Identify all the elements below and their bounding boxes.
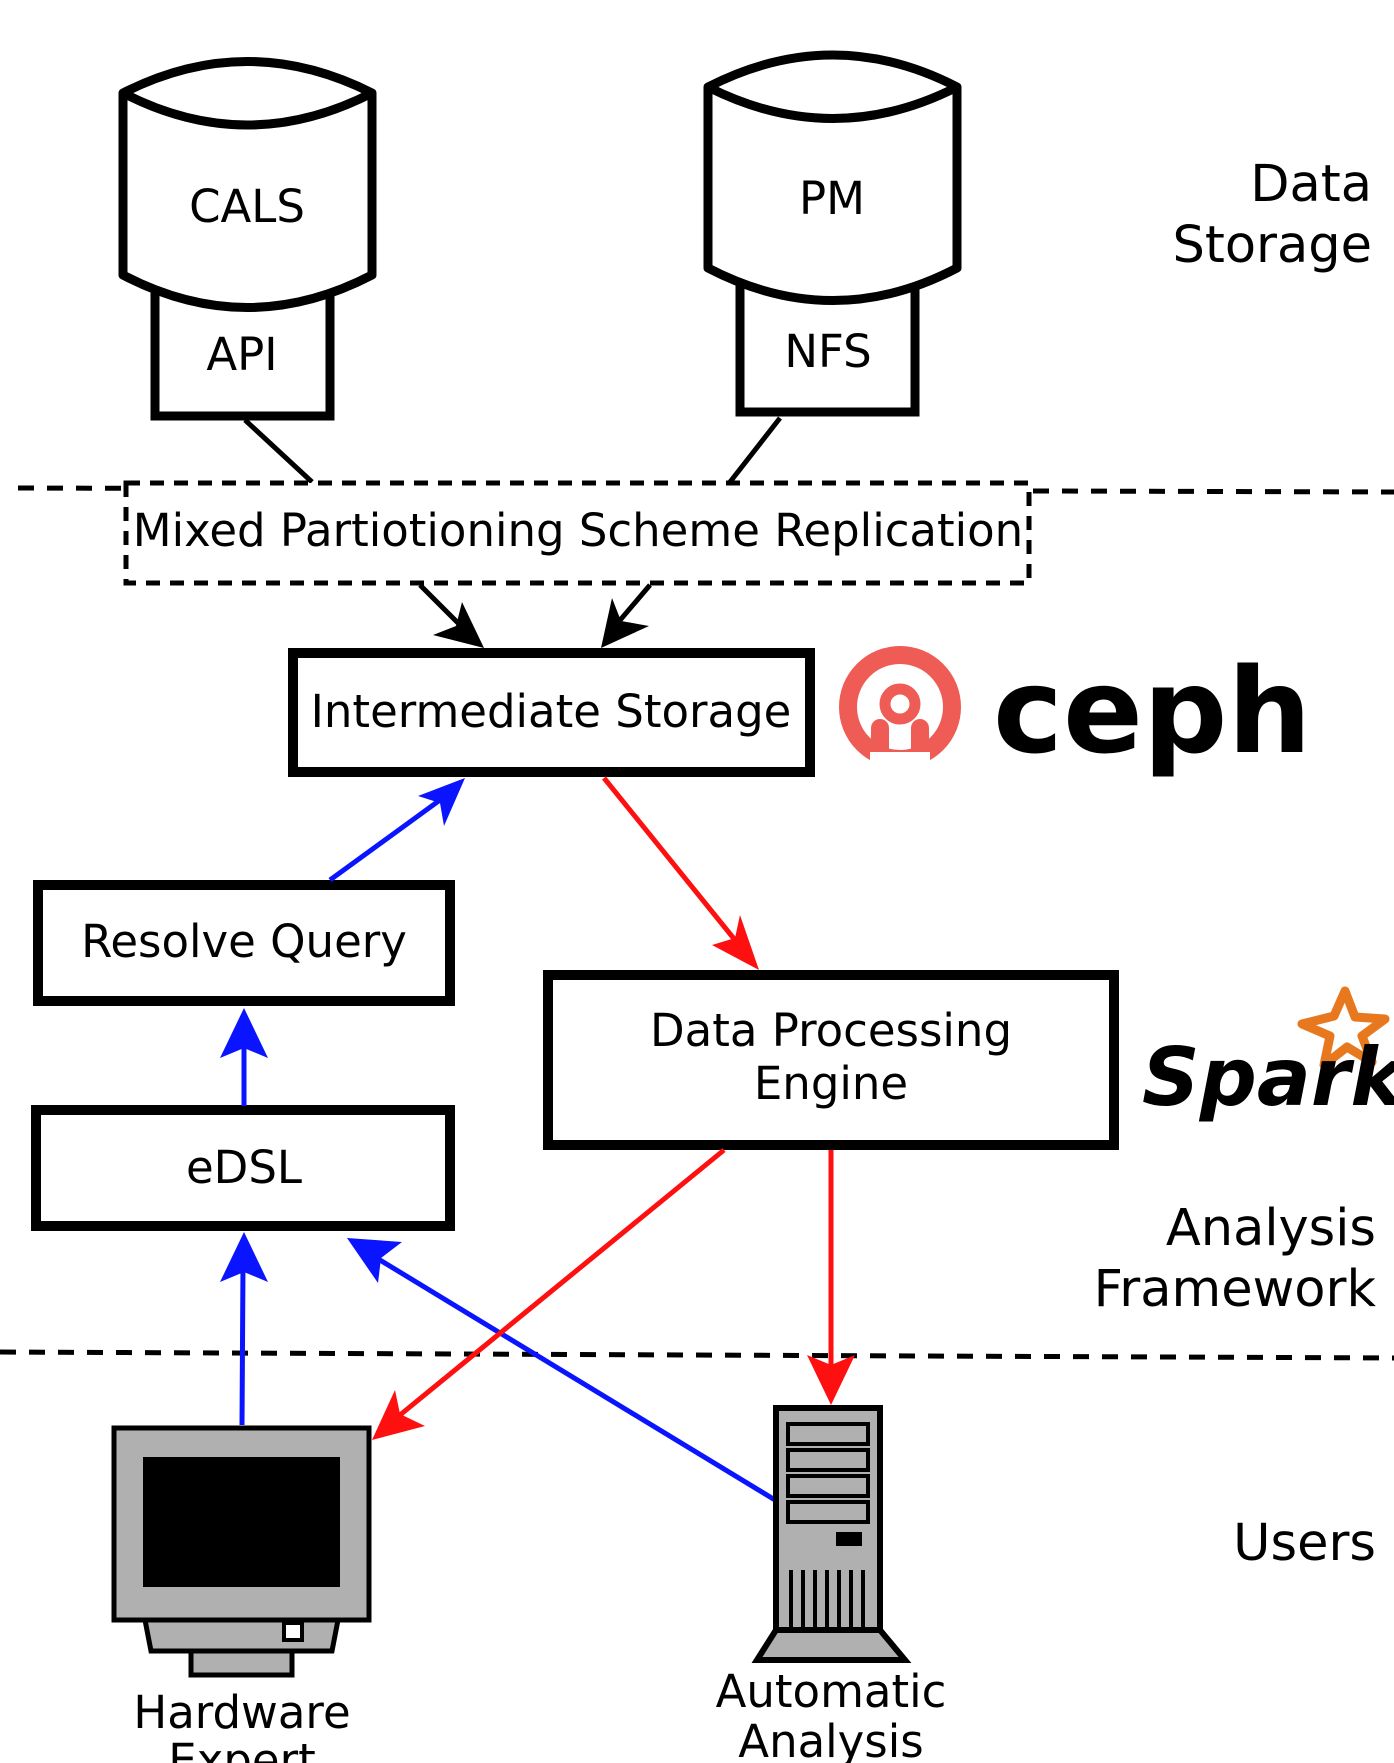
cals-cylinder-top: [120, 88, 375, 130]
cals-connector: [243, 418, 314, 484]
pm-cylinder: [703, 50, 962, 305]
blue-arrowhead-edsl-expert: [220, 1232, 268, 1282]
data-processing-engine-box: Data Processing Engine: [543, 970, 1119, 1150]
blue-arrowhead-resolve: [220, 1008, 268, 1058]
engine-label-line1: Data Processing: [650, 1004, 1012, 1057]
intermediate-storage-box: Intermediate Storage: [288, 648, 815, 777]
ceph-logo-text: ceph: [993, 642, 1311, 780]
red-arrowhead-engine: [712, 915, 759, 970]
cals-api-label: API: [206, 328, 277, 381]
monitor-icon: [111, 1425, 372, 1678]
ceph-logo-icon: [839, 646, 961, 772]
hardware-expert-label-line1: Hardware: [133, 1686, 350, 1739]
layer-users: Users: [1233, 1514, 1376, 1573]
layer-analysis-framework-line2: Framework: [1094, 1260, 1377, 1319]
pm-database: PM NFS: [703, 50, 962, 417]
query-flow-arrows: [220, 778, 777, 1503]
spark-logo-text: Spark: [1142, 1031, 1394, 1124]
pm-cylinder-top: [705, 82, 960, 123]
arrowhead-right: [601, 598, 649, 648]
analysis-users-separator: [0, 1349, 1394, 1361]
cals-label: CALS: [189, 180, 305, 233]
replication-label: Mixed Partiotioning Scheme Replication: [133, 504, 1023, 557]
replication-box: Mixed Partiotioning Scheme Replication: [123, 480, 1032, 586]
spark-star-icon: [1297, 986, 1390, 1070]
blue-arrowhead-storage: [418, 778, 465, 826]
automatic-analysis-label-line1: Automatic: [716, 1665, 947, 1718]
arrowhead-left: [433, 602, 484, 648]
storage-analysis-separator: [17, 485, 1394, 495]
edsl-box: eDSL: [31, 1105, 455, 1231]
pm-label: PM: [799, 172, 865, 225]
server-icon: [751, 1405, 912, 1663]
ceph-logo: ceph: [839, 642, 1311, 780]
pm-nfs-label: NFS: [784, 325, 871, 378]
resolve-query-label: Resolve Query: [81, 915, 407, 968]
engine-label-line2: Engine: [754, 1057, 908, 1110]
intermediate-storage-label: Intermediate Storage: [311, 685, 792, 738]
layer-data-storage-line1: Data: [1250, 155, 1372, 214]
data-flow-arrows: [372, 776, 855, 1440]
hardware-expert-label-line2: Expert: [168, 1734, 315, 1763]
pm-connector: [728, 416, 782, 484]
edsl-label: eDSL: [186, 1141, 302, 1194]
red-arrowhead-expert: [372, 1390, 425, 1440]
spark-logo: Spark: [1142, 986, 1394, 1124]
resolve-query-box: Resolve Query: [33, 880, 455, 1006]
cals-cylinder: [118, 57, 377, 312]
blue-arrowhead-edsl-auto: [347, 1238, 402, 1283]
replication-to-storage-arrows: [418, 583, 652, 648]
layer-data-storage-line2: Storage: [1172, 216, 1372, 275]
automatic-analysis-label-line2: Analysis: [738, 1715, 923, 1763]
layer-analysis-framework-line1: Analysis: [1166, 1199, 1376, 1258]
red-arrowhead-server: [807, 1355, 855, 1405]
cals-database: CALS API: [118, 57, 377, 421]
